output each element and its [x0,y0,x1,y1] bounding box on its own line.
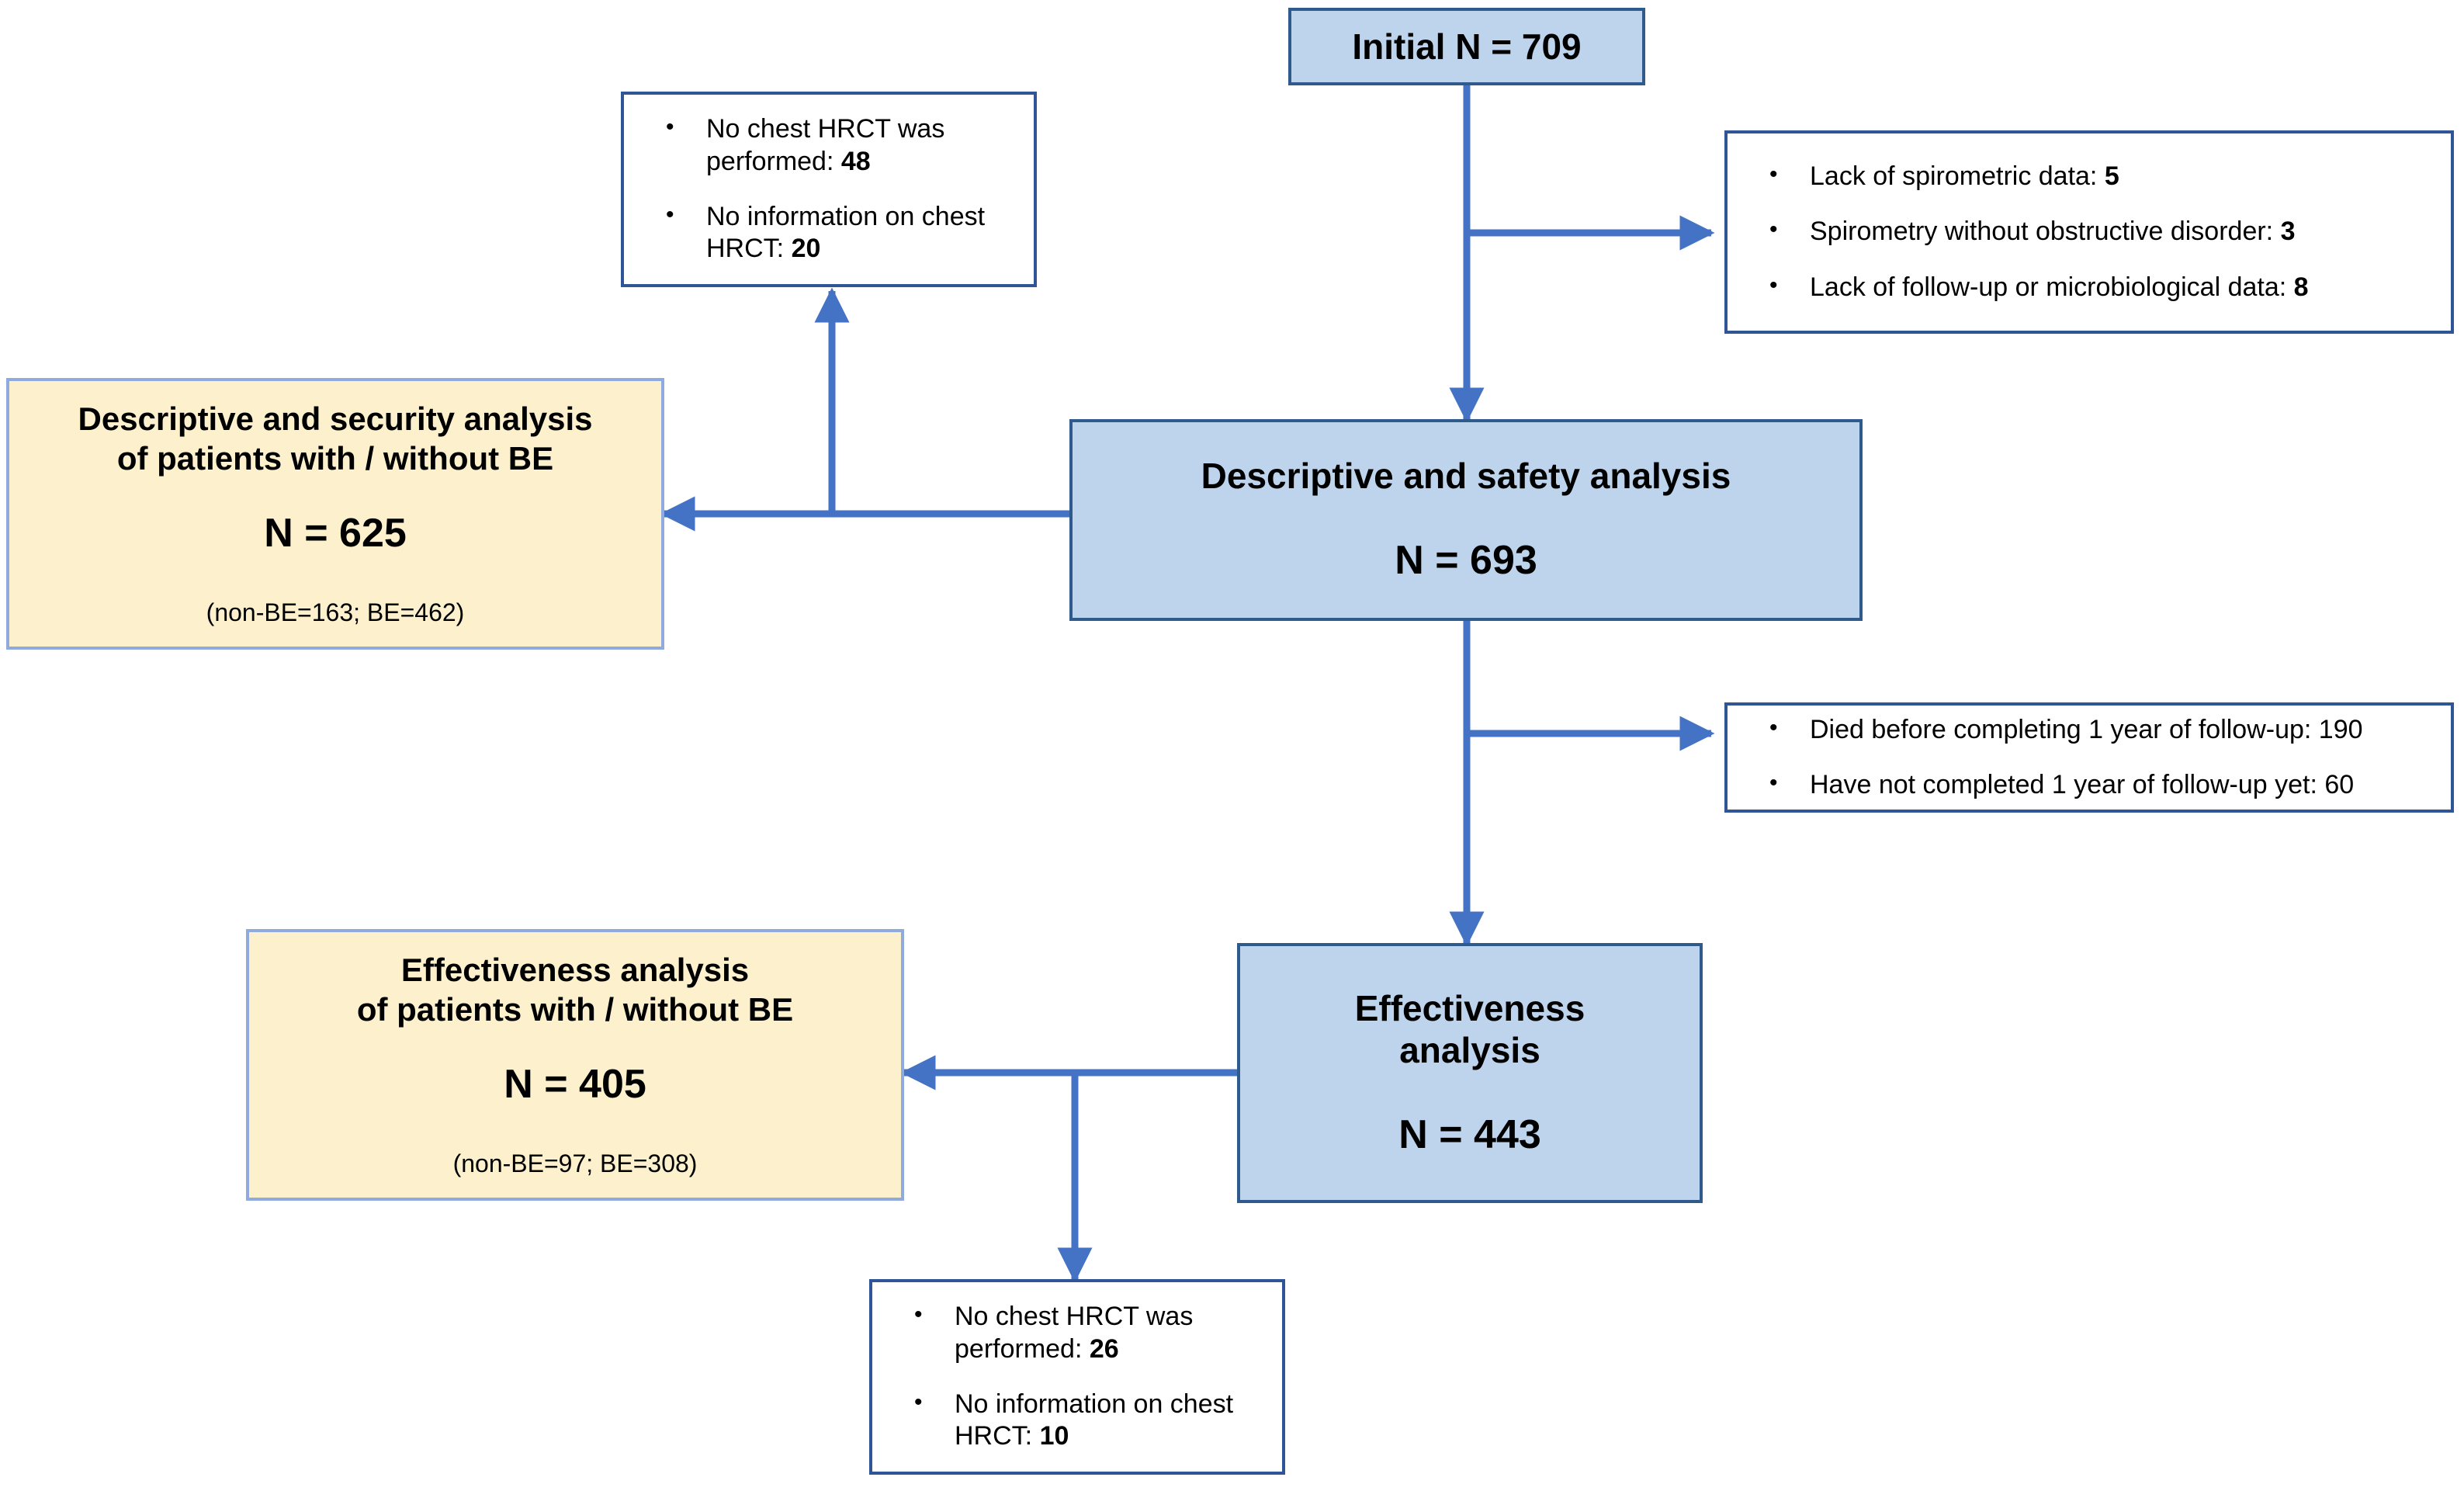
list-item-text: No information on chest HRCT: [706,202,986,264]
node-descriptive-security-title-1: Descriptive and security analysis [78,400,593,438]
list-item-text: Lack of spirometric data: [1810,161,2105,191]
bullet-icon: • [1769,272,1778,298]
node-exclusion-spirometry: • Lack of spirometric data: 5 • Spiromet… [1724,130,2454,334]
list-item: • No information on chest HRCT: 20 [660,201,1014,265]
list-item: • Lack of spirometric data: 5 [1763,161,2431,192]
list-item: • No information on chest HRCT: 10 [908,1389,1262,1453]
bullet-icon: • [1769,217,1778,243]
list-item: • Have not completed 1 year of follow-up… [1763,769,2431,801]
list-item-text: Died before completing 1 year of follow-… [1810,714,2363,744]
node-descriptive-security-n: N = 625 [264,511,407,556]
exclusion-list: • No chest HRCT was performed: 48 • No i… [624,113,1034,265]
list-item-count: 3 [2280,217,2296,247]
exclusion-list: • No chest HRCT was performed: 26 • No i… [872,1301,1282,1453]
node-exclusion-hrct-bottom: • No chest HRCT was performed: 26 • No i… [869,1279,1285,1475]
list-item-text: No information on chest HRCT: [955,1389,1234,1451]
node-descriptive-security-title-2: of patients with / without BE [116,439,554,477]
node-effectiveness-outcome-n: N = 405 [504,1062,646,1107]
list-item-count: 48 [840,146,871,176]
node-descriptive-security-breakdown: (non-BE=163; BE=462) [206,598,465,627]
list-item: • No chest HRCT was performed: 48 [660,113,1014,178]
node-effectiveness-n: N = 443 [1398,1112,1541,1158]
exclusion-list: • Died before completing 1 year of follo… [1728,714,2451,802]
node-exclusion-followup: • Died before completing 1 year of follo… [1724,702,2454,813]
list-item-count: 10 [1039,1421,1069,1451]
node-effectiveness-outcome-breakdown: (non-BE=97; BE=308) [452,1149,698,1178]
list-item-count: 26 [1089,1333,1119,1364]
list-item-text: No chest HRCT was performed: [955,1302,1194,1364]
list-item-count: 5 [2104,161,2119,191]
node-descriptive-safety-n: N = 693 [1395,538,1537,584]
bullet-icon: • [1769,770,1778,796]
node-effectiveness-outcome: Effectiveness analysis of patients with … [246,929,904,1201]
node-descriptive-safety: Descriptive and safety analysis N = 693 [1069,419,1863,621]
node-descriptive-safety-title: Descriptive and safety analysis [1201,456,1731,497]
node-effectiveness-outcome-title-1: Effectiveness analysis [400,952,750,989]
node-effectiveness-title-2: analysis [1399,1029,1540,1070]
exclusion-list: • Lack of spirometric data: 5 • Spiromet… [1728,161,2451,303]
list-item-text: No chest HRCT was performed: [706,114,945,176]
node-effectiveness: Effectiveness analysis N = 443 [1237,943,1703,1203]
bullet-icon: • [914,1389,923,1415]
list-item: • Spirometry without obstructive disorde… [1763,216,2431,248]
list-item: • Lack of follow-up or microbiological d… [1763,272,2431,303]
bullet-icon: • [666,114,674,140]
node-initial-title: Initial N = 709 [1352,26,1582,67]
node-effectiveness-outcome-title-2: of patients with / without BE [356,990,794,1028]
bullet-icon: • [1769,714,1778,740]
list-item: • Died before completing 1 year of follo… [1763,714,2431,746]
node-initial: Initial N = 709 [1288,8,1645,85]
bullet-icon: • [1769,161,1778,187]
list-item-count: 8 [2293,272,2309,302]
list-item: • No chest HRCT was performed: 26 [908,1301,1262,1365]
bullet-icon: • [666,202,674,227]
list-item-text: Have not completed 1 year of follow-up y… [1810,770,2355,799]
list-item-text: Spirometry without obstructive disorder: [1810,217,2281,247]
node-exclusion-hrct-top: • No chest HRCT was performed: 48 • No i… [621,92,1037,287]
node-effectiveness-title-1: Effectiveness [1354,987,1585,1028]
list-item-text: Lack of follow-up or microbiological dat… [1810,272,2294,302]
node-descriptive-security: Descriptive and security analysis of pat… [6,378,664,650]
list-item-count: 20 [791,234,821,264]
bullet-icon: • [914,1302,923,1328]
